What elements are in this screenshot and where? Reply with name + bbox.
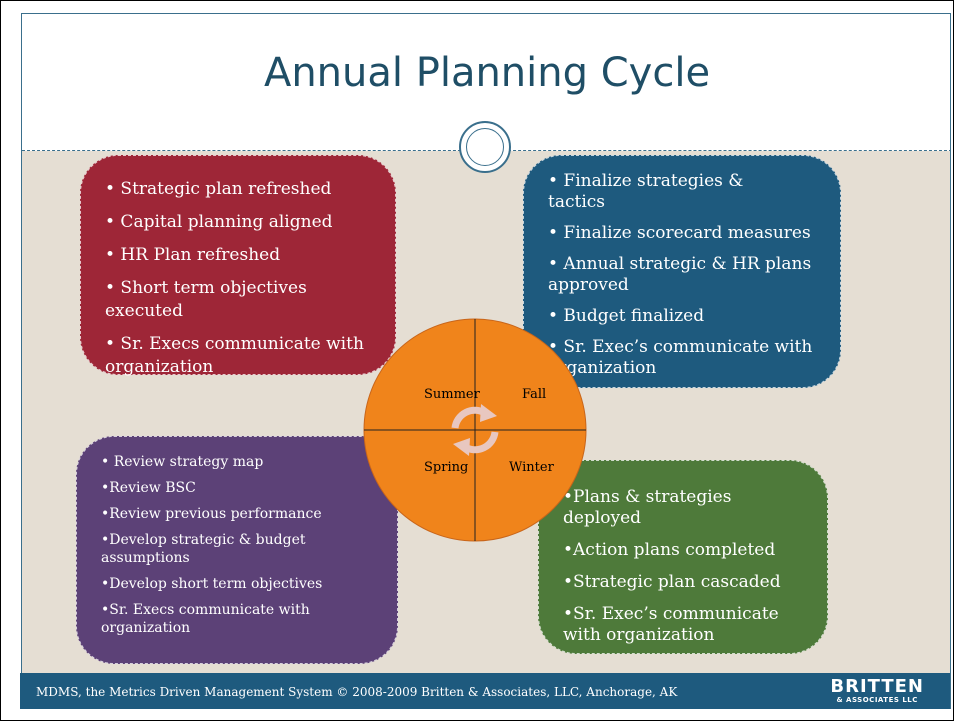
header-ring-icon <box>459 121 511 173</box>
slide-footer: MDMS, the Metrics Driven Management Syst… <box>20 673 950 709</box>
summer-activities-box: • Strategic plan refreshed • Capital pla… <box>80 155 396 377</box>
winter-item: •Action plans completed <box>563 540 776 560</box>
summer-item: • Capital planning aligned <box>105 212 333 232</box>
summer-item: • Sr. Execs communicate with organizatio… <box>105 334 364 377</box>
season-label-fall: Fall <box>522 387 547 402</box>
summer-item: • Short term objectives executed <box>105 278 307 321</box>
spring-item: •Review previous performance <box>101 506 322 522</box>
spring-item: •Develop strategic & budget assumptions <box>101 532 306 566</box>
spring-item: •Review BSC <box>101 480 196 496</box>
winter-item: •Plans & strategies deployed <box>563 487 732 528</box>
logo-subtitle: & ASSOCIATES LLC <box>836 696 918 704</box>
spring-item: • Review strategy map <box>101 454 264 470</box>
fall-item: • Sr. Exec’s communicate with organizati… <box>548 337 813 378</box>
fall-activities-box: • Finalize strategies & tactics • Finali… <box>523 155 841 388</box>
slide-title: Annual Planning Cycle <box>263 50 711 96</box>
season-label-spring: Spring <box>424 460 469 475</box>
season-label-summer: Summer <box>424 387 480 402</box>
season-label-winter: Winter <box>509 460 554 475</box>
cycle-arrows-icon <box>451 404 499 456</box>
winter-item: •Sr. Exec’s communicate with organizatio… <box>563 604 779 645</box>
summer-item: • Strategic plan refreshed <box>105 179 332 199</box>
winter-item: •Strategic plan cascaded <box>563 572 781 592</box>
fall-item: • Finalize scorecard measures <box>548 223 811 243</box>
season-wheel-graphic <box>363 318 587 542</box>
fall-item: • Budget finalized <box>548 306 705 326</box>
spring-item: •Sr. Execs communicate with organization <box>101 602 310 636</box>
footer-copyright: MDMS, the Metrics Driven Management Syst… <box>36 685 678 699</box>
spring-item: •Develop short term objectives <box>101 576 323 592</box>
season-wheel: Summer Fall Spring Winter <box>361 316 589 544</box>
britten-logo: BRITTEN & ASSOCIATES LLC <box>830 676 924 705</box>
logo-wordmark: BRITTEN <box>830 676 924 697</box>
fall-item: • Annual strategic & HR plans approved <box>548 254 812 295</box>
spring-activities-box: • Review strategy map •Review BSC •Revie… <box>76 436 398 664</box>
summer-item: • HR Plan refreshed <box>105 245 281 265</box>
winter-activities-box: •Plans & strategies deployed •Action pla… <box>538 460 828 654</box>
fall-item: • Finalize strategies & tactics <box>548 171 744 212</box>
